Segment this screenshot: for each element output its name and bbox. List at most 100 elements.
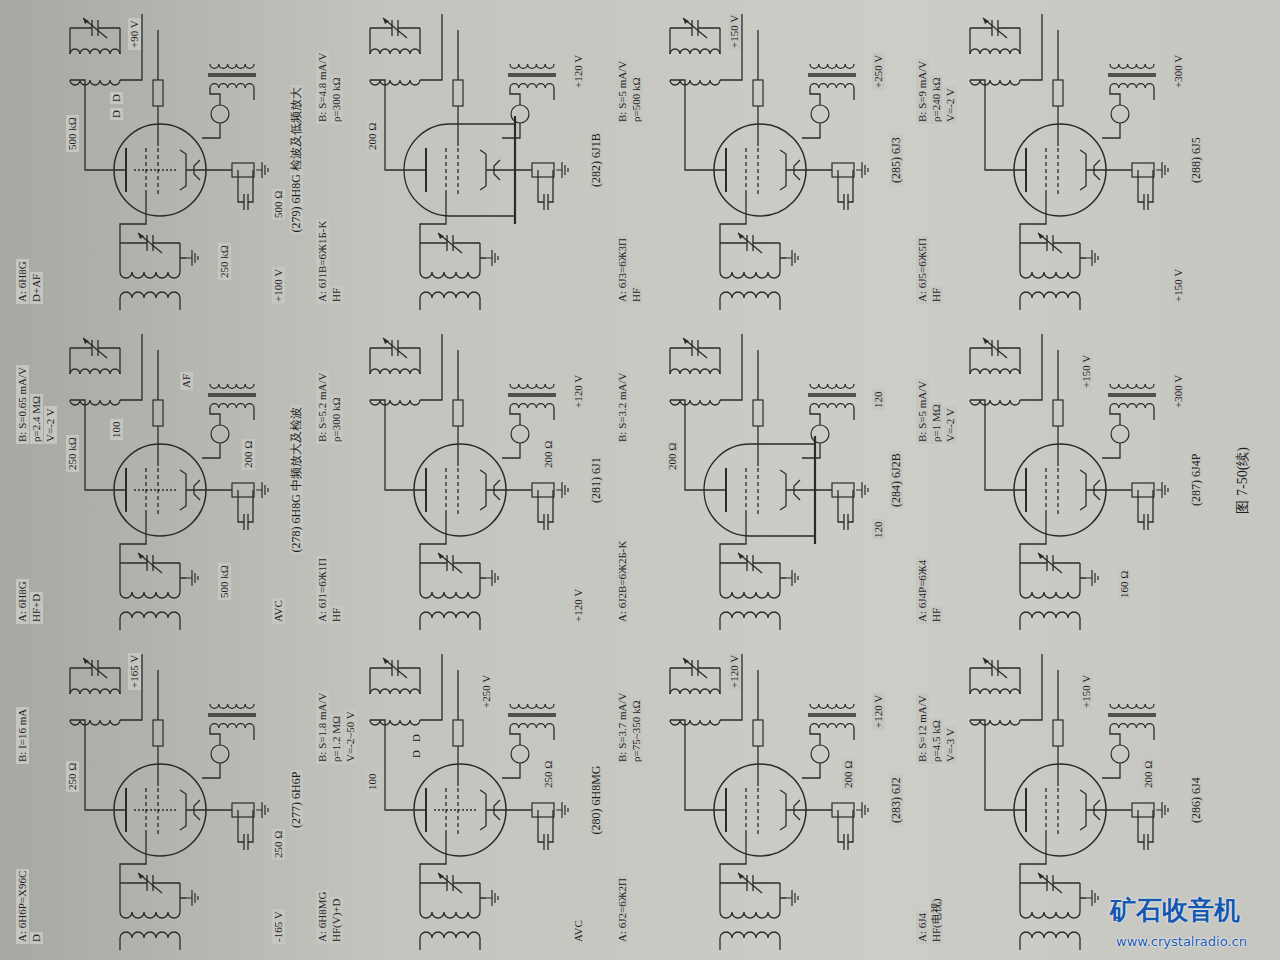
grid-lead	[120, 514, 146, 563]
transformer-primary	[810, 404, 854, 408]
screen-feed	[1057, 350, 1058, 400]
value-label: +120 V	[572, 53, 585, 90]
value-label: AVC	[272, 598, 285, 624]
value-label: A: 6H8G	[16, 579, 29, 624]
screen-grid	[757, 466, 758, 514]
value-label: V=-2~50 V	[344, 709, 357, 764]
transformer-secondary	[1110, 384, 1154, 388]
value-label: B: S=9 mA/V	[916, 59, 929, 124]
plate-lead	[970, 720, 1026, 810]
value-label: HF	[330, 286, 343, 304]
cathode-lead	[486, 809, 532, 810]
resistor-symbol	[832, 483, 854, 497]
value-label: ρ=240 kΩ	[930, 75, 943, 124]
meter-lead	[802, 408, 820, 458]
value-label: A: 6J3=6Ж3П	[616, 236, 629, 304]
arrow-head	[83, 658, 89, 664]
tuned-wire	[370, 348, 420, 374]
arrow-head	[983, 338, 989, 344]
transformer-lead	[253, 408, 254, 420]
arrow-head	[1038, 873, 1044, 879]
transformer-core	[808, 714, 856, 716]
output-coil	[370, 689, 420, 694]
transformer-secondary	[810, 704, 854, 708]
transformer-primary	[510, 724, 554, 728]
value-label: ρ=2.4 MΩ	[30, 394, 43, 444]
screen-lead	[1057, 746, 1058, 786]
arrow-head	[683, 338, 689, 344]
resistor-symbol	[832, 163, 854, 177]
screen-feed	[457, 30, 458, 80]
variable-arrow	[138, 233, 162, 253]
output-coil	[670, 400, 720, 405]
bypass-capacitor	[838, 810, 853, 850]
output-coil	[970, 720, 1020, 725]
ground-symbol	[186, 570, 198, 586]
transformer-primary	[1110, 724, 1154, 728]
transformer-core	[208, 74, 256, 76]
transformer-lead	[253, 728, 254, 740]
value-label: +120 V	[572, 373, 585, 410]
plate-lead	[670, 720, 726, 810]
circuit-caption: (288) 6J5	[1190, 135, 1203, 185]
input-coil	[420, 272, 480, 278]
value-label: 160 Ω	[1118, 569, 1131, 600]
value-label: +150 V	[728, 13, 741, 50]
transformer-lead	[1153, 88, 1154, 100]
watermark: www.crystalradio.cn	[1116, 934, 1247, 949]
ground-symbol	[786, 890, 798, 906]
ground-symbol	[786, 570, 798, 586]
transformer-secondary	[510, 704, 554, 708]
input-coil	[1020, 292, 1080, 298]
variable-arrow	[1038, 233, 1062, 253]
screen-lead	[1057, 426, 1058, 466]
value-label: HF(电视)	[930, 897, 943, 944]
output-coil	[370, 80, 420, 85]
screen-feed	[757, 350, 758, 400]
circuit-drawing	[370, 654, 568, 950]
transformer-lead	[853, 88, 854, 100]
input-lead	[120, 938, 180, 950]
tuned-wire	[70, 28, 120, 54]
transformer-core	[508, 714, 556, 716]
control-grid	[745, 786, 746, 834]
circuit-caption: (285) 6J3	[890, 135, 903, 185]
transformer-secondary	[510, 384, 554, 388]
triode-divider	[434, 809, 478, 810]
triode-divider	[134, 489, 178, 490]
value-label: +250 V	[480, 673, 493, 710]
transformer-primary	[810, 84, 854, 88]
cathode-lead	[186, 489, 232, 490]
plate-lead	[970, 400, 1026, 490]
grid-lead	[720, 514, 746, 563]
control-grid	[745, 146, 746, 194]
input-lead	[1020, 618, 1080, 630]
arrow-head	[738, 233, 744, 239]
figure-caption: 图 7-50(续)	[1236, 445, 1249, 516]
input-lead	[1020, 298, 1080, 310]
supply-feed	[1020, 14, 1042, 80]
variable-arrow	[83, 338, 107, 358]
value-label: 250 kΩ	[218, 243, 231, 280]
circuit-caption: (278) 6H8G 中频放大及检波	[290, 405, 303, 554]
meter-symbol	[1111, 745, 1129, 763]
circuit-caption: (277) 6H6P	[290, 770, 303, 830]
cathode-lead	[486, 489, 532, 490]
output-coil	[370, 400, 420, 405]
grid-lead	[720, 834, 746, 883]
screen-feed	[457, 350, 458, 400]
value-label: +150 V	[1080, 673, 1093, 710]
variable-arrow	[683, 338, 707, 358]
value-label: A: 6J4P=6Ж4	[916, 558, 929, 624]
input-lead	[420, 938, 480, 950]
screen-feed	[1057, 670, 1058, 720]
meter-lead	[202, 728, 220, 778]
input-lead	[720, 298, 780, 310]
output-coil	[970, 689, 1020, 694]
variable-arrow	[138, 873, 162, 893]
transformer-secondary	[210, 64, 254, 68]
variable-arrow	[683, 658, 707, 678]
meter-lead	[502, 408, 520, 458]
resistor-symbol	[232, 803, 254, 817]
